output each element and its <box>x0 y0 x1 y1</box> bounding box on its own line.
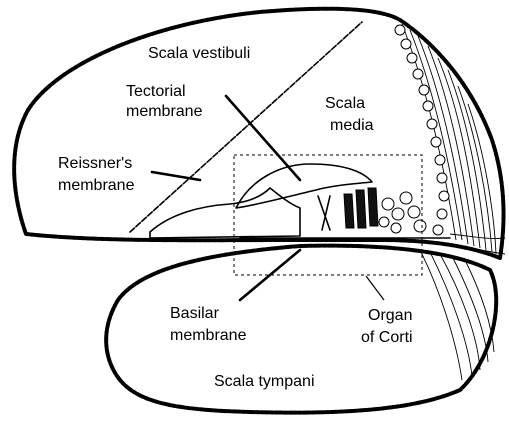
spiral-limbus <box>150 188 300 238</box>
label-organ-of-corti-line2: of Corti <box>361 329 413 346</box>
label-tectorial-membrane-line1: Tectorial <box>126 83 186 100</box>
label-scala-tympani: Scala tympani <box>214 373 315 390</box>
label-tectorial-membrane-line2: membrane <box>126 103 203 120</box>
label-scala-media-line2: media <box>330 117 374 134</box>
label-reissners-membrane-line2: membrane <box>58 177 135 194</box>
organ-of-corti-leader <box>366 276 384 300</box>
label-basilar-membrane-line1: Basilar <box>170 305 220 322</box>
label-basilar-membrane-line2: membrane <box>170 327 247 344</box>
organ-of-corti-cells <box>318 188 426 233</box>
label-organ-of-corti-line1: Organ <box>368 307 412 324</box>
label-scala-media-line1: Scala <box>325 95 365 112</box>
label-scala-vestibuli: Scala vestibuli <box>148 45 250 62</box>
tectorial-membrane-leader <box>226 96 300 180</box>
label-reissners-membrane-line1: Reissner's <box>58 155 132 172</box>
